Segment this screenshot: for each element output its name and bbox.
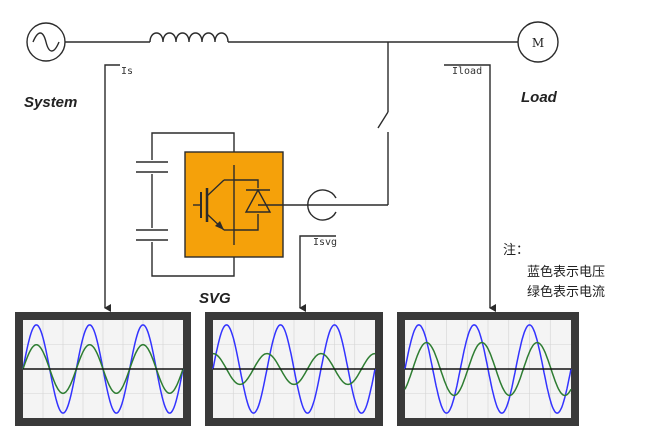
isvg-measure-line — [299, 235, 336, 312]
scope-isvg — [205, 312, 383, 426]
svg-converter-block — [184, 151, 284, 258]
scope-is — [15, 312, 191, 426]
system-label: System — [24, 94, 77, 111]
note-title: 注： — [503, 243, 529, 258]
ac-source-icon — [26, 22, 66, 62]
note-line-voltage: 蓝色表示电压 — [527, 264, 605, 280]
note-line-current: 绿色表示电流 — [527, 284, 605, 300]
is-measure-line — [104, 64, 120, 312]
capacitor-icon — [136, 132, 235, 277]
iload-measure-line — [444, 64, 496, 312]
current-wave — [212, 352, 376, 386]
motor-label: M — [532, 36, 544, 50]
motor-icon: M — [517, 21, 559, 63]
isvg-label: Isvg — [313, 237, 337, 248]
iload-label: Iload — [452, 66, 482, 77]
is-label: Is — [121, 66, 133, 77]
load-label: Load — [521, 89, 558, 106]
svg-label: SVG — [199, 290, 231, 307]
switch-icon — [377, 42, 389, 205]
current-wave — [404, 341, 572, 397]
inductor-icon — [149, 32, 229, 43]
scope-iload — [397, 312, 579, 426]
